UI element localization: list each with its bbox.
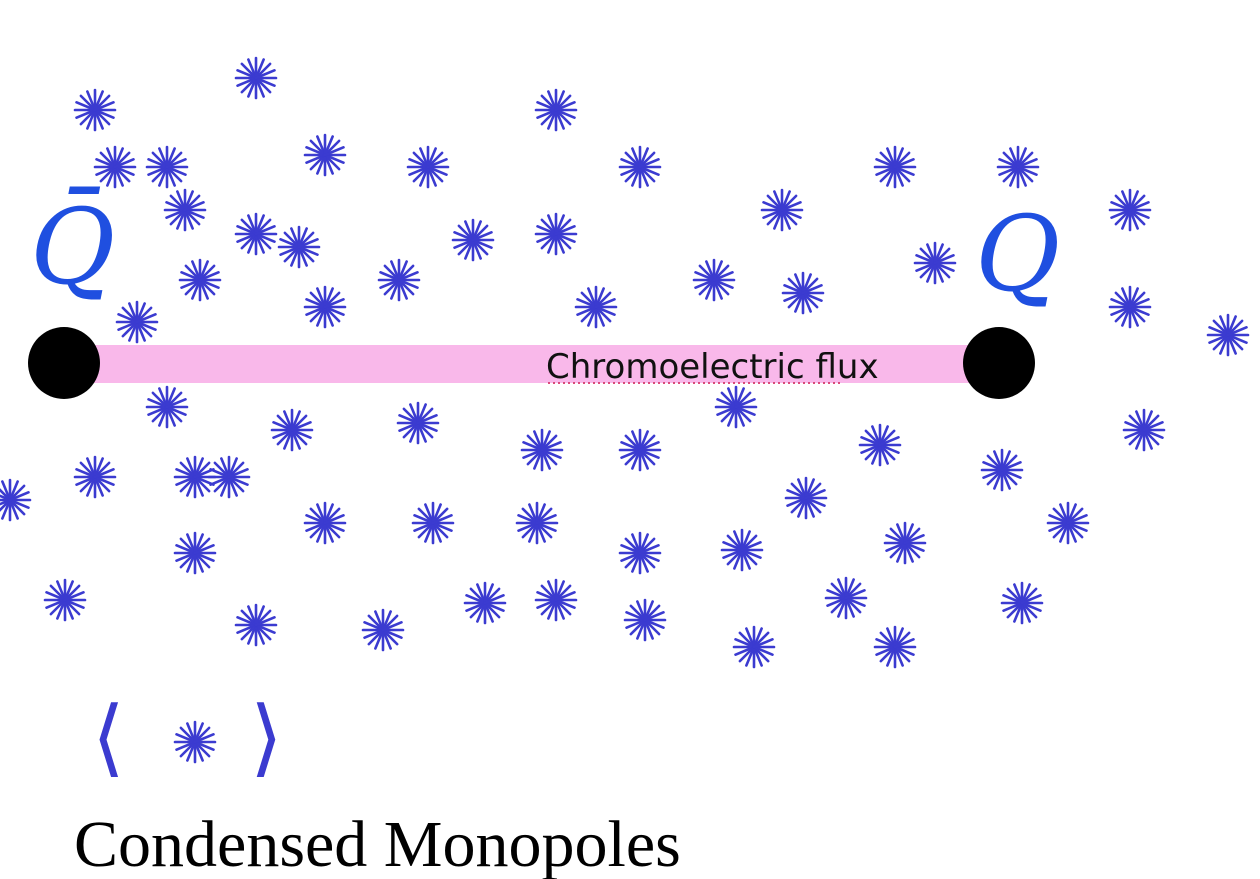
monopole-star-icon bbox=[93, 145, 137, 189]
monopole-star-icon bbox=[277, 225, 321, 269]
monopole-star-icon bbox=[406, 145, 450, 189]
monopole-star-icon bbox=[1206, 313, 1250, 357]
monopole-star-icon bbox=[534, 88, 578, 132]
monopole-star-icon bbox=[145, 385, 189, 429]
monopole-star-icon bbox=[303, 285, 347, 329]
monopole-star-icon bbox=[1000, 581, 1044, 625]
monopole-star-icon bbox=[618, 145, 662, 189]
quark-circle-icon bbox=[963, 327, 1035, 399]
monopole-star-icon bbox=[1046, 501, 1090, 545]
flux-label: Chromoelectric flux bbox=[546, 347, 879, 387]
monopole-star-icon bbox=[980, 448, 1024, 492]
monopole-star-icon bbox=[303, 501, 347, 545]
monopole-star-icon bbox=[520, 428, 564, 472]
monopole-star-icon bbox=[618, 531, 662, 575]
monopole-star-icon bbox=[618, 428, 662, 472]
monopole-star-icon bbox=[73, 88, 117, 132]
monopole-star-icon bbox=[873, 625, 917, 669]
legend-open-bracket: ⟨ bbox=[92, 688, 125, 786]
monopole-star-icon bbox=[451, 218, 495, 262]
caption: Condensed Monopoles bbox=[74, 808, 681, 879]
legend-close-bracket: ⟩ bbox=[250, 688, 283, 786]
chromoelectric-flux-tube bbox=[64, 345, 999, 383]
monopole-star-icon bbox=[173, 455, 217, 499]
monopole-star-icon bbox=[0, 478, 32, 522]
monopole-star-icon bbox=[173, 531, 217, 575]
monopole-star-icon bbox=[623, 598, 667, 642]
monopole-star-icon bbox=[760, 188, 804, 232]
antiquark-label: Q̄ bbox=[30, 185, 115, 308]
monopole-star-icon bbox=[43, 578, 87, 622]
monopole-star-icon bbox=[574, 285, 618, 329]
monopole-star-icon bbox=[913, 241, 957, 285]
antiquark-circle-icon bbox=[28, 327, 100, 399]
monopole-star-icon bbox=[1122, 408, 1166, 452]
monopole-star-icon bbox=[361, 608, 405, 652]
monopole-star-icon bbox=[207, 455, 251, 499]
monopole-star-icon bbox=[781, 271, 825, 315]
monopole-star-icon bbox=[303, 133, 347, 177]
monopole-star-icon bbox=[732, 625, 776, 669]
monopole-star-icon bbox=[411, 501, 455, 545]
monopole-star-icon bbox=[396, 401, 440, 445]
monopole-star-icon bbox=[270, 408, 314, 452]
monopole-star-icon bbox=[534, 578, 578, 622]
monopole-star-icon bbox=[463, 581, 507, 625]
monopole-star-icon bbox=[824, 576, 868, 620]
monopole-star-icon bbox=[234, 212, 278, 256]
monopole-star-icon bbox=[73, 455, 117, 499]
monopole-star-icon bbox=[873, 145, 917, 189]
monopole-star-icon bbox=[858, 423, 902, 467]
monopole-star-icon bbox=[234, 56, 278, 100]
monopole-star-icon bbox=[720, 528, 764, 572]
monopole-star-icon bbox=[377, 258, 421, 302]
legend-monopole-icon bbox=[173, 720, 217, 764]
monopole-star-icon bbox=[178, 258, 222, 302]
monopole-star-icon bbox=[714, 385, 758, 429]
monopole-star-icon bbox=[534, 212, 578, 256]
monopole-star-icon bbox=[1108, 188, 1152, 232]
monopole-star-icon bbox=[145, 145, 189, 189]
monopole-star-icon bbox=[883, 521, 927, 565]
monopole-star-icon bbox=[163, 188, 207, 232]
monopole-star-icon bbox=[1108, 285, 1152, 329]
monopole-field bbox=[0, 56, 1250, 669]
monopole-star-icon bbox=[173, 720, 217, 764]
monopole-star-icon bbox=[515, 501, 559, 545]
monopole-star-icon bbox=[692, 258, 736, 302]
quark-label: Q bbox=[975, 193, 1060, 315]
monopole-star-icon bbox=[234, 603, 278, 647]
monopole-star-icon bbox=[784, 476, 828, 520]
monopole-star-icon bbox=[996, 145, 1040, 189]
monopole-star-icon bbox=[115, 300, 159, 344]
